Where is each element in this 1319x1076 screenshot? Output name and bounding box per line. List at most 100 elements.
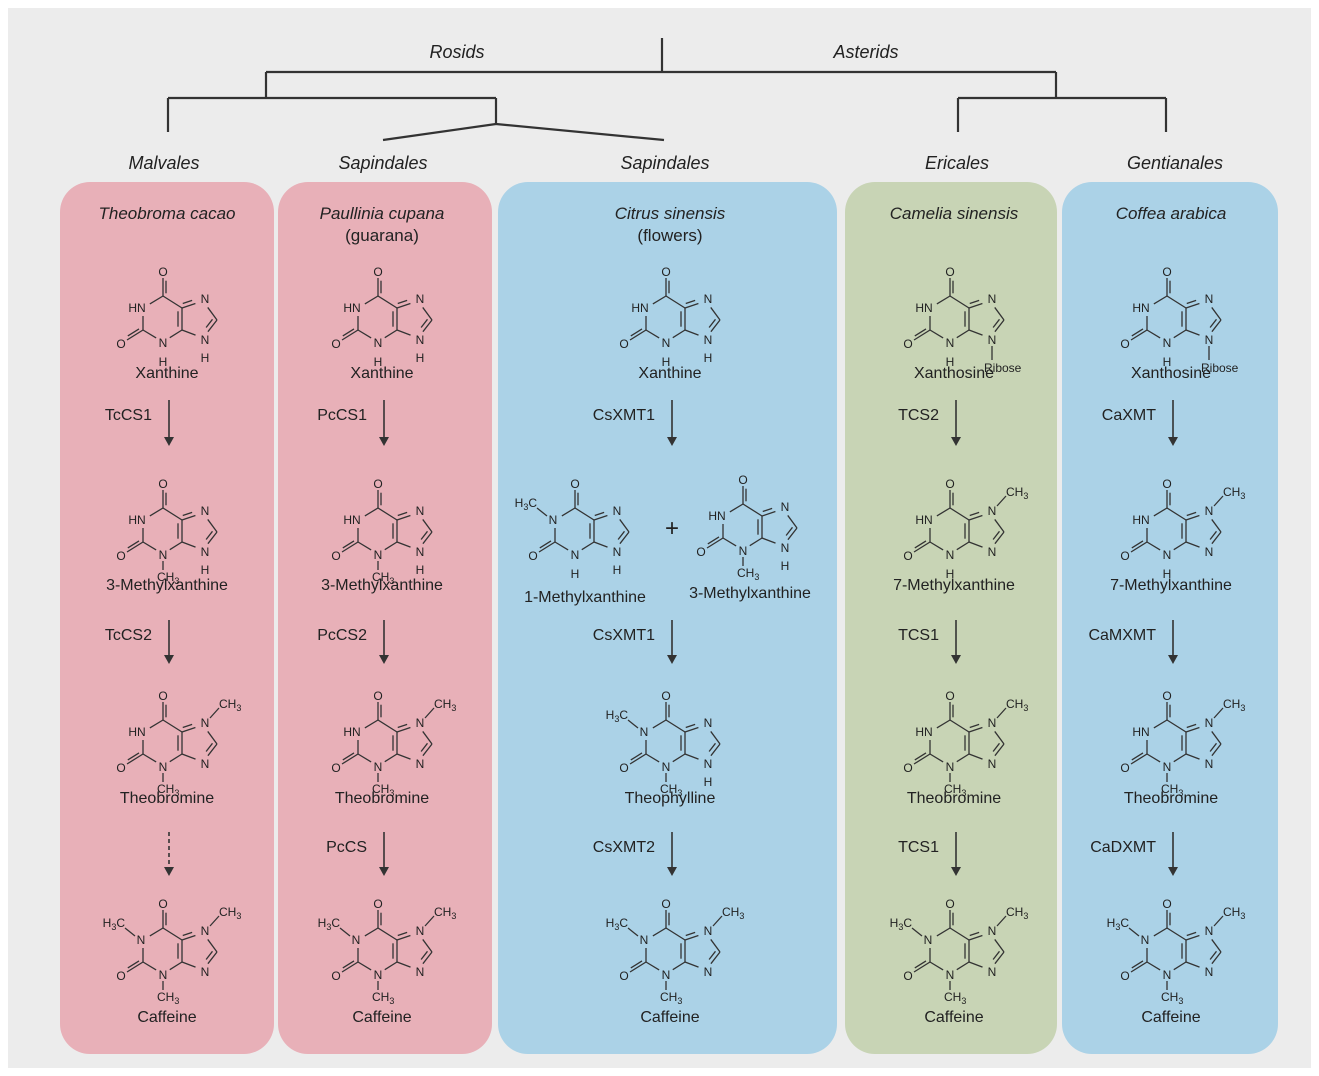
bond [339,927,351,937]
order-label-malvales: Malvales [128,153,199,173]
bond [929,541,944,551]
bond [652,295,667,305]
atom-label: N [159,336,168,350]
atom-label: N [988,545,997,559]
methyl-label: CH3 [1006,905,1028,921]
bond [1130,753,1148,765]
bond [929,753,944,763]
bond [207,731,218,745]
atom-label: N [416,333,425,347]
atom-label: N [613,504,622,518]
methyl-label: CH3 [372,570,394,586]
bond [1153,719,1168,729]
methyl-label: CH3 [157,782,179,798]
bond [341,961,359,973]
bond [665,719,686,733]
bond [594,511,605,517]
bond [665,927,686,941]
enzyme-label: PcCS1 [317,407,367,424]
arrow-head [164,437,174,446]
bond [205,530,213,540]
atom-label: O [1120,337,1129,351]
atom-label: N [416,545,425,559]
atom-label: H [201,563,210,577]
bond [956,961,970,971]
bond [181,302,196,309]
bond [729,503,744,513]
bond [994,951,1005,965]
compound-name: 3-Methylxanthine [689,585,811,602]
atom-label: N [201,545,210,559]
bond [384,961,398,971]
bond [911,927,923,937]
bond [706,537,724,549]
atom-label: O [1162,265,1171,279]
atom-label: N [1205,757,1214,771]
bond [341,329,359,341]
bond [936,719,951,729]
bond [619,531,630,545]
bond [1211,743,1222,757]
bond [205,742,213,752]
atom-label: N [159,548,168,562]
bond [914,960,927,969]
atom-label: H [946,567,955,581]
bond [969,723,980,729]
compound-name: 3-Methylxanthine [321,577,443,594]
atom-label: H [946,355,955,369]
bond [969,511,980,517]
arrow-head [1168,437,1178,446]
atom-label: N [640,933,649,947]
atom-label: O [661,897,670,911]
methyl-subscript: 3 [898,922,903,932]
compound-name: 7-Methylxanthine [893,577,1015,594]
arrow-head [951,655,961,664]
bond [913,329,931,341]
species-panels: Theobroma cacaoOOHNNHNNHXanthineTcCS1OOH… [60,182,1278,1054]
bond [992,530,1000,540]
methyl-carbon: C [331,916,340,930]
atom-label: O [158,897,167,911]
methyl-subscript: 3 [961,788,966,798]
atom-label: N [201,716,210,730]
atom-label: HN [128,301,145,315]
bond [342,752,355,761]
bond [968,753,983,760]
bond [182,511,193,517]
atom-label: H [781,559,790,573]
bond [1131,328,1144,337]
atom-label: N [988,757,997,771]
methyl-subscript: 3 [614,714,619,724]
bond [1186,511,1197,517]
bond [630,752,643,761]
bond [181,541,196,548]
bond [396,934,411,941]
bond [1173,753,1187,763]
bond [420,950,428,960]
atom-label: H [662,355,671,369]
atom-label: N [416,716,425,730]
reaction-arrow [667,400,677,446]
bond [554,541,569,551]
bond [992,742,1000,752]
methyl-label: CH3 [1161,782,1183,798]
bond [357,329,372,339]
methyl-subscript: 3 [1023,703,1028,713]
bond [665,295,686,309]
atom-label: O [1162,477,1171,491]
atom-label: O [1120,549,1129,563]
compound-name: Xanthosine [1131,365,1211,382]
compound-name: Xanthine [350,365,413,382]
methyl-label: CH3 [434,905,456,921]
atom-label: O [158,265,167,279]
bond [377,295,398,309]
methyl-label: CH3 [737,566,759,582]
atom-label: O [619,337,628,351]
atom-label: O [696,545,705,559]
arrow-head [667,437,677,446]
bond [126,329,144,341]
atom-label: HN [128,513,145,527]
bond [1209,950,1217,960]
bond [996,495,1007,507]
bond [969,931,980,937]
